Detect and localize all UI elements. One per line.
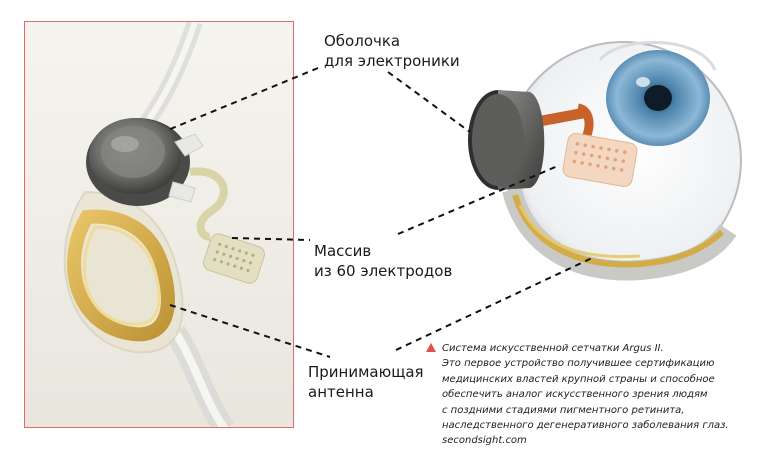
electrode-array-render: [562, 133, 638, 187]
caption-marker-icon: [426, 343, 436, 352]
label-electronics-shell: Оболочка для электроники: [324, 32, 460, 70]
caption-line: наследственного дегенеративного заболева…: [442, 420, 729, 432]
leader-antenna-left: [169, 304, 331, 358]
caption-line: медицинских властей крупной страны и спо…: [442, 373, 715, 385]
leader-shell-left: [167, 67, 319, 131]
label-electrode-array: Массив из 60 электродов: [314, 242, 453, 280]
electronics-case-render: [468, 90, 545, 190]
caption-line: обеспечить аналог искусственного зрения …: [442, 389, 708, 401]
leader-shell-right: [387, 71, 471, 133]
caption-source: secondsight.com: [442, 435, 527, 447]
implant-photo: [24, 21, 294, 428]
label-receiving-antenna: Принимающая антенна: [308, 363, 424, 401]
implant-photo-drawing: [25, 22, 293, 427]
caption: Система искусственной сетчатки Argus II.…: [442, 341, 762, 449]
leader-antenna-right: [395, 257, 593, 351]
caption-line: Система искусственной сетчатки Argus II.: [442, 343, 664, 354]
leader-lines: [167, 67, 593, 358]
leader-array-left: [231, 237, 311, 241]
caption-line: с поздними стадиями пигментного ретинита…: [442, 404, 685, 416]
leader-array-right: [397, 164, 561, 235]
caption-line: Это первое устройство получившее сертифи…: [442, 358, 715, 370]
